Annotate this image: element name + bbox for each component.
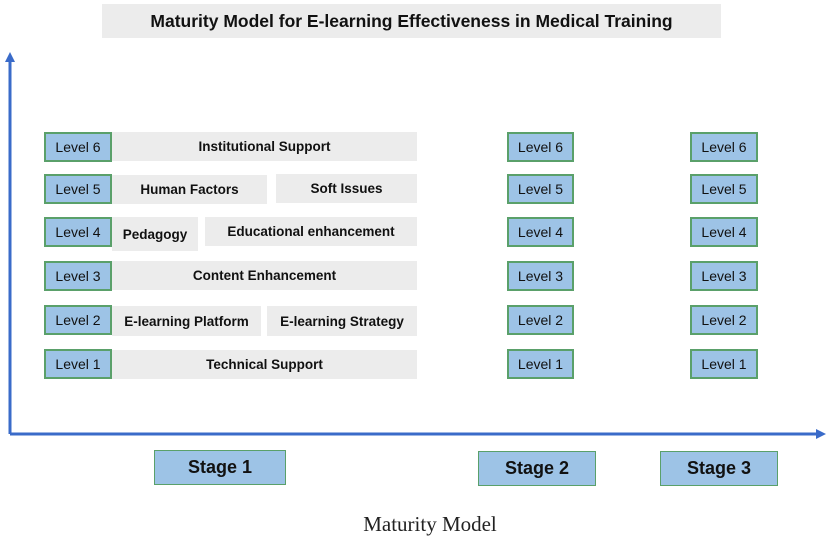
stage3-level-4: Level 4: [690, 217, 758, 247]
x-axis-label: Maturity Model: [363, 511, 497, 536]
stage-1-label: Stage 1: [154, 450, 286, 485]
factor-human-factors: Human Factors: [112, 175, 267, 204]
stage3-level-2: Level 2: [690, 305, 758, 335]
stage2-level-5: Level 5: [507, 174, 574, 204]
stage3-level-1: Level 1: [690, 349, 758, 379]
factor-institutional-support: Institutional Support: [112, 132, 417, 161]
stage2-level-6: Level 6: [507, 132, 574, 162]
stage-2-label: Stage 2: [478, 451, 596, 486]
stage1-level-5: Level 5: [44, 174, 112, 204]
stage1-level-4: Level 4: [44, 217, 112, 247]
stage2-level-1: Level 1: [507, 349, 574, 379]
stage3-level-5: Level 5: [690, 174, 758, 204]
factor-elearning-strategy: E-learning Strategy: [267, 306, 417, 336]
stage1-level-6: Level 6: [44, 132, 112, 162]
stage2-level-3: Level 3: [507, 261, 574, 291]
stage2-level-2: Level 2: [507, 305, 574, 335]
factor-elearning-platform: E-learning Platform: [112, 306, 261, 336]
stage-3-label: Stage 3: [660, 451, 778, 486]
factor-content-enhancement: Content Enhancement: [112, 261, 417, 290]
stage2-level-4: Level 4: [507, 217, 574, 247]
factor-soft-issues: Soft Issues: [276, 174, 417, 203]
stage1-level-2: Level 2: [44, 305, 112, 335]
factor-educational-enhancement: Educational enhancement: [205, 217, 417, 246]
stage3-level-3: Level 3: [690, 261, 758, 291]
diagram-title: Maturity Model for E-learning Effectiven…: [102, 4, 721, 38]
factor-technical-support: Technical Support: [112, 350, 417, 379]
stage1-level-3: Level 3: [44, 261, 112, 291]
factor-pedagogy: Pedagogy: [112, 217, 198, 251]
stage1-level-1: Level 1: [44, 349, 112, 379]
stage3-level-6: Level 6: [690, 132, 758, 162]
